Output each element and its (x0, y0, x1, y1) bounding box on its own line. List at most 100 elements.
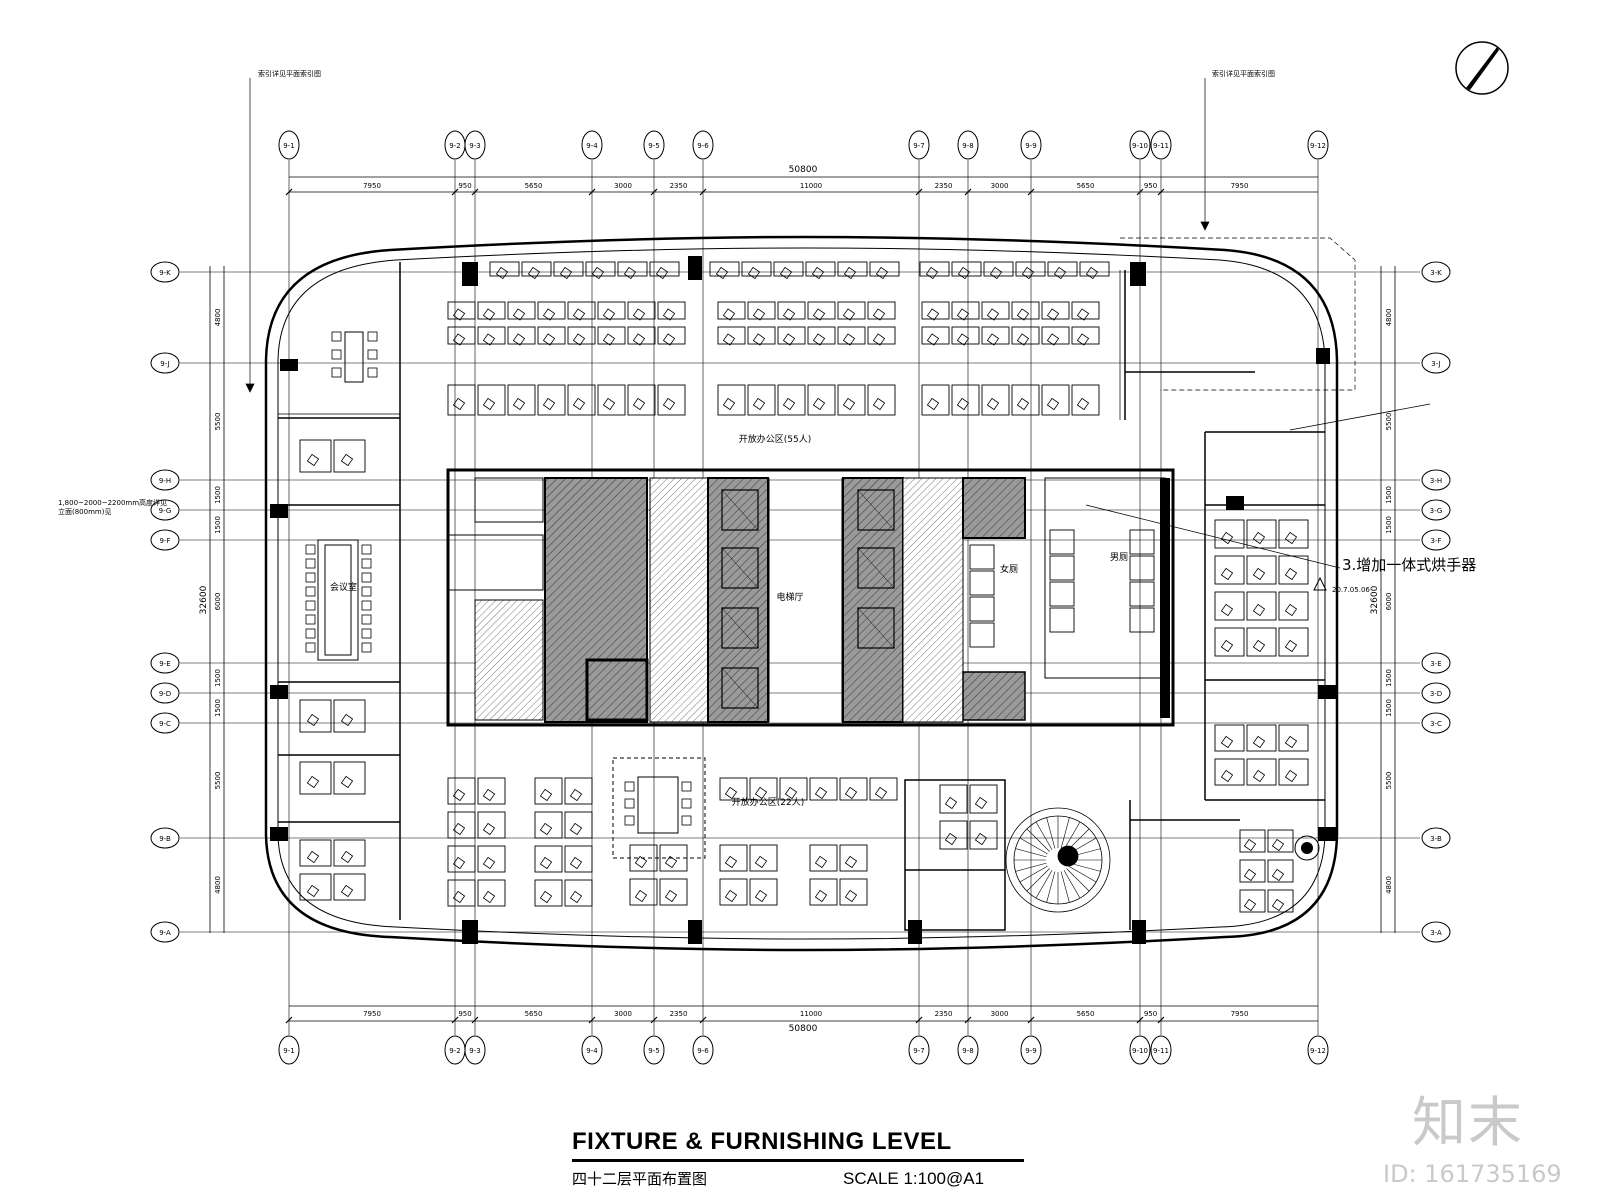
workstation (1015, 261, 1046, 280)
segment-dimension: 950 (1144, 1010, 1157, 1018)
workstation (477, 845, 506, 873)
chair (681, 798, 692, 809)
grid-bubble-9-A: 9-A (150, 921, 180, 943)
workstation (597, 384, 626, 416)
segment-dimension: 5650 (525, 182, 543, 190)
workstation (747, 301, 776, 321)
workstation (537, 384, 566, 416)
height-segment-dimension: 4800 (214, 876, 222, 894)
dimension-labels-left: 3260048005500150015006000150015005500480… (199, 309, 222, 894)
grid-label: 9-10 (1132, 1047, 1148, 1055)
workstation (333, 699, 366, 733)
workstation (564, 879, 593, 907)
chair (305, 628, 316, 639)
grid-bubble-9-9-top: 9-9 (1020, 130, 1042, 160)
height-segment-dimension: 1500 (214, 516, 222, 534)
grid-label: 9-4 (586, 1047, 598, 1055)
workstation (749, 878, 778, 906)
workstation (839, 777, 868, 801)
toilet-stall (1129, 555, 1155, 581)
grid-label: 9-2 (449, 1047, 460, 1055)
workstation (919, 261, 950, 280)
workstation (1267, 889, 1294, 913)
grid-bubble-3-J: 3-J (1421, 352, 1451, 374)
workstation (837, 384, 866, 416)
workstation (1278, 591, 1309, 621)
workstation (477, 777, 506, 805)
workstation (333, 839, 366, 867)
workstation (447, 326, 476, 346)
workstation (564, 845, 593, 873)
grid-bubble-9-8-bottom: 9-8 (957, 1035, 979, 1065)
workstation (1011, 384, 1040, 416)
workstation (1278, 555, 1309, 585)
area-label-north: 开放办公区(55人) (739, 433, 811, 445)
workstation (981, 301, 1010, 321)
chair (305, 558, 316, 569)
workstation (564, 777, 593, 805)
grid-label: 9-1 (283, 1047, 294, 1055)
segment-dimension: 950 (1144, 182, 1157, 190)
workstation (477, 384, 506, 416)
grid-bubble-9-3-top: 9-3 (464, 130, 486, 160)
grid-label: 3-E (1430, 660, 1441, 668)
grid-bubble-9-B: 9-B (150, 827, 180, 849)
chair (367, 331, 378, 342)
workstation (1278, 627, 1309, 657)
workstation (719, 777, 748, 801)
workstation (537, 326, 566, 346)
workstation (489, 261, 520, 280)
chair (305, 642, 316, 653)
grid-label: 9-5 (648, 1047, 659, 1055)
grid-bubble-9-12-top: 9-12 (1307, 130, 1329, 160)
workstation (1047, 261, 1078, 280)
grid-bubble-9-9-bottom: 9-9 (1020, 1035, 1042, 1065)
workstation (534, 845, 563, 873)
elevator-lobby-label: 电梯厅 (776, 591, 803, 603)
segment-dimension: 3000 (614, 182, 632, 190)
workstation (807, 301, 836, 321)
height-segment-dimension: 1500 (1385, 486, 1393, 504)
grid-label: 3-B (1430, 835, 1442, 843)
workstation (747, 384, 776, 416)
segment-dimension: 2350 (670, 182, 688, 190)
workstation (867, 384, 896, 416)
chair (367, 349, 378, 360)
chair (305, 614, 316, 625)
dimension-lines (209, 176, 1396, 1022)
grid-bubble-9-E: 9-E (150, 652, 180, 674)
toilet-stall (1049, 607, 1075, 633)
chair (624, 815, 635, 826)
workstation (1011, 326, 1040, 346)
workstation (1239, 859, 1266, 883)
chair (361, 614, 372, 625)
revision-callout (1085, 403, 1431, 591)
elevator-car (857, 489, 895, 531)
height-segment-dimension: 4800 (1385, 309, 1393, 327)
grid-label: 9-7 (913, 142, 924, 150)
workstation (649, 261, 680, 280)
workstation (951, 261, 982, 280)
grid-bubble-3-G: 3-G (1421, 499, 1451, 521)
watermark-logo: 知末 (1412, 1091, 1524, 1154)
elevator-car (721, 547, 759, 589)
toilet-stall (969, 544, 995, 570)
grid-bubble-9-12-bottom: 9-12 (1307, 1035, 1329, 1065)
workstation (1214, 724, 1245, 752)
toilet-stall (969, 570, 995, 596)
structural-columns (270, 256, 1336, 944)
workstation (709, 261, 740, 280)
toilet-stall (1129, 581, 1155, 607)
chair (361, 572, 372, 583)
grid-bubble-9-1-bottom: 9-1 (278, 1035, 300, 1065)
workstation (807, 326, 836, 346)
left-side-note-2: 立面(800mm)见 (58, 507, 111, 516)
workstation (659, 878, 688, 906)
workstation (837, 261, 868, 280)
grid-bubble-3-D: 3-D (1421, 682, 1451, 704)
grid-label: 9-10 (1132, 142, 1148, 150)
workstation (939, 820, 968, 850)
overall-height-dimension: 32600 (1370, 585, 1380, 614)
grid-label: 9-12 (1310, 142, 1326, 150)
